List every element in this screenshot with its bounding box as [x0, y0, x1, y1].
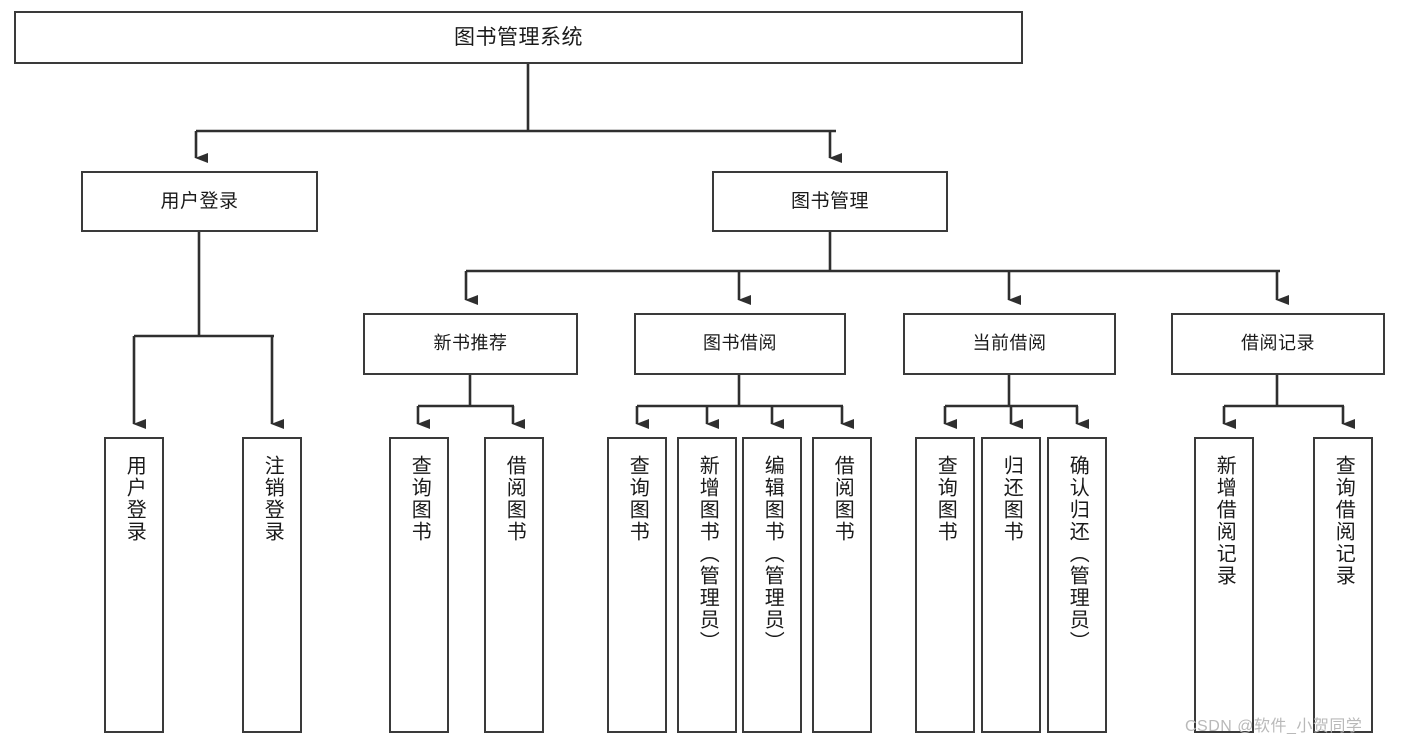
node-root-system[interactable]: 图书管理系统 — [14, 11, 1023, 64]
node-new-book-recommend[interactable]: 新书推荐 — [363, 313, 578, 375]
leaf-borrow-add-book[interactable]: 新增图书（管理员） — [677, 437, 737, 733]
leaf-current-query-book[interactable]: 查询图书 — [915, 437, 975, 733]
node-label: 当前借阅 — [972, 333, 1047, 354]
node-label: 编辑图书（管理员） — [761, 455, 784, 653]
leaf-recommend-borrow-book[interactable]: 借阅图书 — [484, 437, 544, 733]
node-label: 新增借阅记录 — [1213, 455, 1236, 587]
leaf-records-query-record[interactable]: 查询借阅记录 — [1313, 437, 1373, 733]
node-book-management[interactable]: 图书管理 — [712, 171, 948, 232]
leaf-user-login-signin[interactable]: 用户登录 — [104, 437, 164, 733]
leaf-records-add-record[interactable]: 新增借阅记录 — [1194, 437, 1254, 733]
node-label: 确认归还（管理员） — [1066, 455, 1089, 653]
leaf-borrow-edit-book[interactable]: 编辑图书（管理员） — [742, 437, 802, 733]
node-user-login[interactable]: 用户登录 — [81, 171, 318, 232]
node-label: 借阅记录 — [1241, 333, 1315, 354]
node-label: 借阅图书 — [503, 455, 526, 543]
node-label: 查询图书 — [934, 455, 957, 543]
node-label: 查询图书 — [626, 455, 649, 543]
node-label: 借阅图书 — [831, 455, 854, 543]
node-book-borrow[interactable]: 图书借阅 — [634, 313, 846, 375]
leaf-borrow-query-book[interactable]: 查询图书 — [607, 437, 667, 733]
leaf-recommend-query-book[interactable]: 查询图书 — [389, 437, 449, 733]
node-label: 查询图书 — [408, 455, 431, 543]
leaf-borrow-borrow-book[interactable]: 借阅图书 — [812, 437, 872, 733]
node-current-borrow[interactable]: 当前借阅 — [903, 313, 1116, 375]
node-label: 新书推荐 — [433, 333, 508, 354]
node-borrow-records[interactable]: 借阅记录 — [1171, 313, 1385, 375]
node-label: 注销登录 — [261, 455, 284, 543]
leaf-user-login-signout[interactable]: 注销登录 — [242, 437, 302, 733]
node-label: 用户登录 — [160, 190, 239, 212]
node-label: 图书借阅 — [703, 333, 777, 354]
node-label: 归还图书 — [1000, 455, 1023, 543]
node-label: 用户登录 — [123, 455, 146, 543]
leaf-current-return-book[interactable]: 归还图书 — [981, 437, 1041, 733]
node-label: 图书管理 — [790, 190, 869, 212]
node-label: 新增图书（管理员） — [696, 455, 719, 653]
leaf-current-confirm-return[interactable]: 确认归还（管理员） — [1047, 437, 1107, 733]
csdn-watermark: CSDN @软件_小贺同学 — [1185, 718, 1363, 735]
node-label: 图书管理系统 — [454, 25, 583, 49]
node-label: 查询借阅记录 — [1332, 455, 1355, 587]
